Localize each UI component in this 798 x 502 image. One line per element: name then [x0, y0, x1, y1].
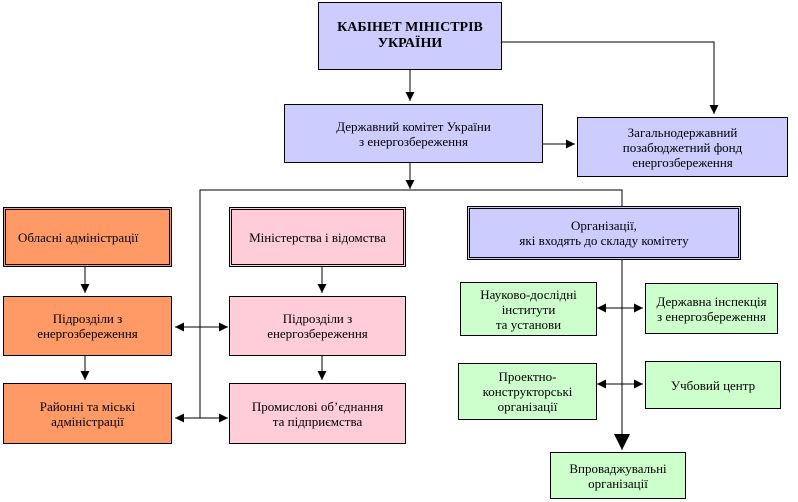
- box-energy-fund: Загальнодержавний позабюджетний фонд ене…: [577, 117, 788, 177]
- box-cabinet-of-ministers: КАБІНЕТ МІНІСТРІВ УКРАЇНИ: [318, 2, 502, 70]
- box-training-center: Учбовий центр: [645, 361, 781, 409]
- box-research-institutes: Науково-дослідні інститути та установи: [460, 282, 597, 336]
- arrow-cabinet-to-fund: [502, 41, 719, 114]
- box-industrial-enterprises: Промислові об’єднання та підприємства: [229, 383, 406, 444]
- box-regional-administrations: Обласні адміністрації: [3, 207, 172, 267]
- box-district-administrations: Районні та міські адміністрації: [3, 383, 172, 444]
- box-energy-inspection: Державна інспекція з енергозбереження: [645, 283, 778, 334]
- box-implementing-organizations: Впроваджувальні організації: [550, 452, 686, 499]
- box-committee-organizations: Організації, які входять до складу коміт…: [467, 206, 741, 260]
- box-state-committee: Державний комітет України з енергозбереж…: [284, 104, 543, 163]
- box-ministries: Міністерства і відомства: [229, 207, 406, 267]
- box-ministry-energy-units: Підрозділи з енергозбереження: [229, 296, 406, 356]
- line-distribution-bus: [199, 189, 623, 418]
- box-regional-energy-units: Підрозділи з енергозбереження: [3, 296, 172, 356]
- box-design-organizations: Проектно- конструкторські організації: [458, 363, 597, 420]
